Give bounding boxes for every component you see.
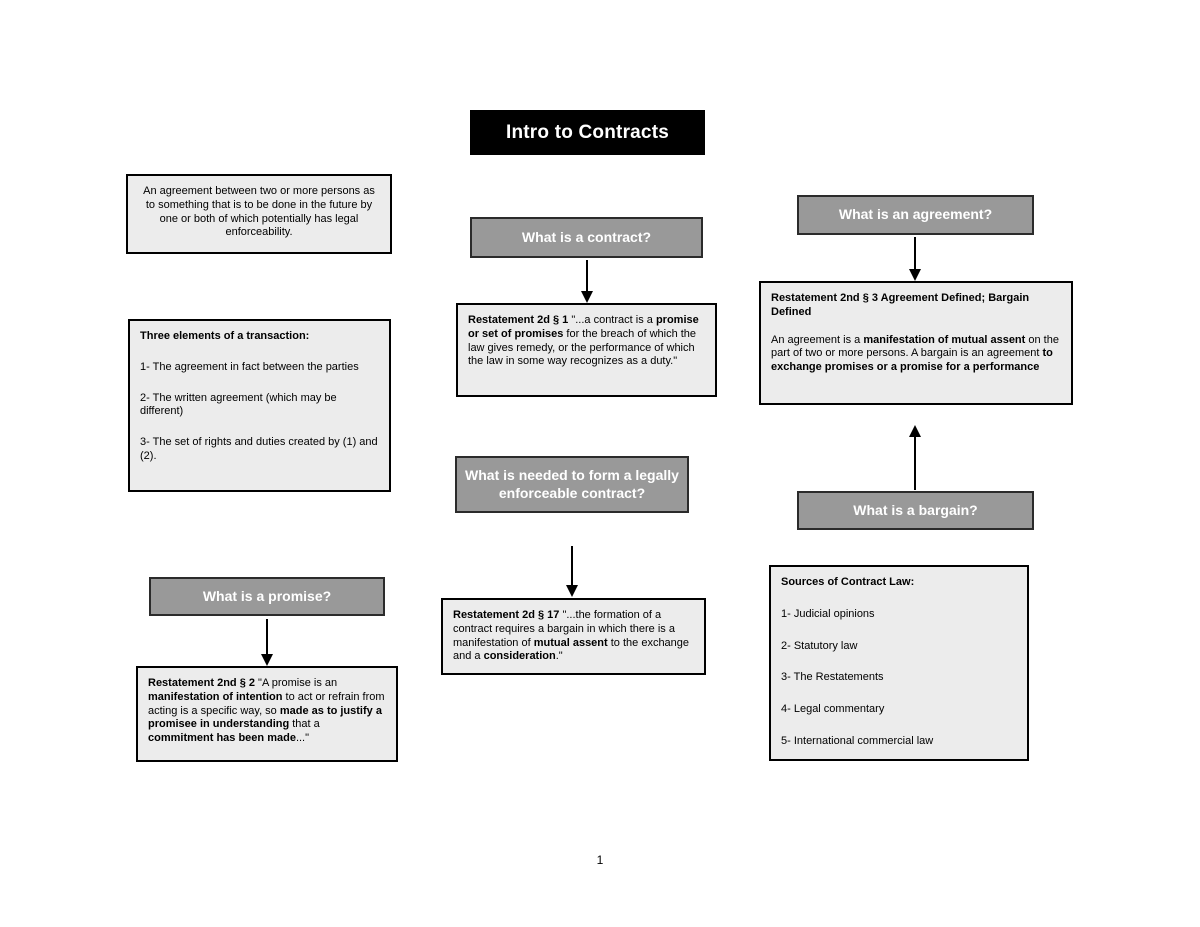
arrow-down-icon	[261, 619, 273, 666]
arrow-down-icon	[566, 546, 578, 597]
legally-enforceable-contract-header: What is needed to form a legally enforce…	[455, 456, 689, 513]
agreement-definition-box: An agreement between two or more persons…	[126, 174, 392, 254]
arrow-down-icon	[909, 237, 921, 281]
arrow-down-icon	[581, 260, 593, 303]
what-is-an-agreement-header: What is an agreement?	[797, 195, 1034, 235]
diagram-title: Intro to Contracts	[470, 110, 705, 155]
sources-of-contract-law-box: Sources of Contract Law:1- Judicial opin…	[769, 565, 1029, 761]
arrow-up-icon	[909, 425, 921, 490]
what-is-a-contract-header: What is a contract?	[470, 217, 703, 258]
restatement-2nd-s2-box: Restatement 2nd § 2 "A promise is an man…	[136, 666, 398, 762]
restatement-2nd-s3-box: Restatement 2nd § 3 Agreement Defined; B…	[759, 281, 1073, 405]
page-number: 1	[596, 853, 604, 867]
what-is-a-promise-header: What is a promise?	[149, 577, 385, 616]
restatement-2d-s1-box: Restatement 2d § 1 "...a contract is a p…	[456, 303, 717, 397]
three-elements-box: Three elements of a transaction:1- The a…	[128, 319, 391, 492]
restatement-2d-s17-box: Restatement 2d § 17 "...the formation of…	[441, 598, 706, 675]
what-is-a-bargain-header: What is a bargain?	[797, 491, 1034, 530]
